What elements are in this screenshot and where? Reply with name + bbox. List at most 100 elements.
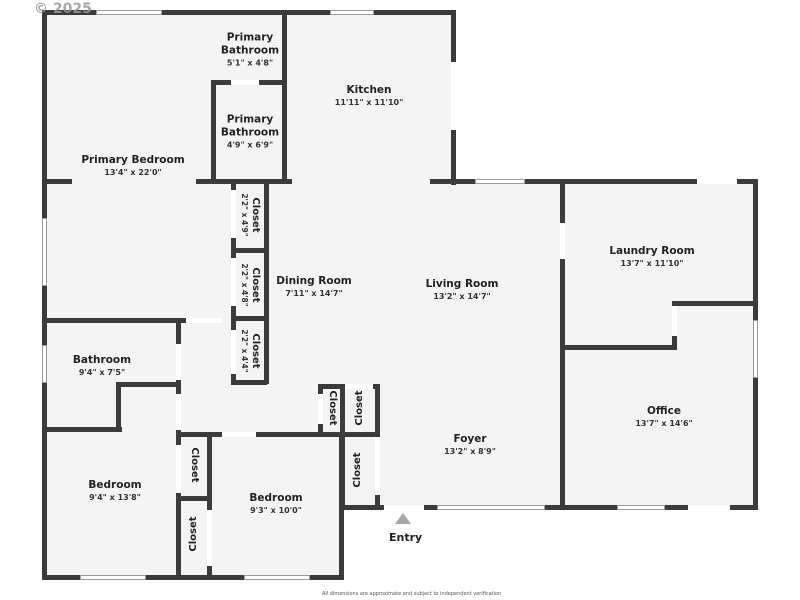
wall — [231, 248, 267, 253]
window — [753, 320, 758, 378]
room-label-closet: Closet — [354, 390, 366, 425]
room-name: Kitchen — [346, 84, 392, 96]
wall — [282, 10, 287, 182]
floor-closets-bedroom — [178, 434, 342, 576]
room-label-laundry-room: Laundry Room 13'7" x 11'10" — [609, 245, 694, 269]
room-label-primary-bedroom: Primary Bedroom 13'4" x 22'0" — [81, 154, 184, 178]
floor-bedroom-1 — [46, 386, 178, 576]
room-name: Office — [647, 405, 681, 417]
room-name: Bedroom — [249, 492, 303, 504]
wall — [42, 179, 72, 184]
room-label-bedroom: Bedroom 9'4" x 13'8" — [88, 479, 141, 503]
footer-disclaimer: All dimensions are approximate and subje… — [322, 591, 502, 597]
door-opening — [231, 80, 259, 85]
window — [42, 345, 47, 383]
wall — [116, 382, 121, 428]
floor-office — [562, 304, 756, 508]
room-name: Closet — [352, 452, 363, 488]
room-label-foyer: Foyer 13'2" x 8'9" — [444, 433, 496, 457]
door-opening — [345, 384, 373, 389]
room-label-primary-bathroom: Primary Bathroom 4'9" x 6'9" — [221, 114, 279, 151]
room-dimensions: 13'2" x 14'7" — [433, 292, 491, 301]
room-label-primary-bathroom: Primary Bathroom 5'1" x 4'8" — [221, 32, 279, 69]
door-opening — [375, 437, 380, 495]
floor-primary-bedroom — [46, 14, 284, 318]
door-opening — [207, 510, 212, 566]
room-name: Bathroom — [220, 126, 280, 139]
room-name: Closet — [250, 197, 261, 233]
door-opening — [231, 258, 236, 306]
room-dimensions: 13'7" x 11'10" — [620, 259, 684, 268]
door-opening — [672, 306, 677, 336]
room-name: Primary — [226, 31, 274, 44]
room-dimensions: 2'2" x 4'8" — [240, 263, 249, 307]
wall — [560, 345, 676, 350]
room-label-bedroom: Bedroom 9'3" x 10'0" — [249, 492, 302, 516]
room-dimensions: 13'2" x 8'9" — [444, 447, 496, 456]
door-opening — [697, 179, 737, 184]
room-name: Laundry Room — [609, 245, 695, 257]
door-opening — [231, 190, 236, 238]
wall — [231, 316, 267, 321]
wall — [264, 182, 269, 384]
room-dimensions: 9'4" x 7'5" — [78, 368, 126, 377]
wall — [207, 432, 212, 578]
window — [617, 505, 665, 510]
room-name: Bathroom — [220, 44, 280, 57]
window — [80, 575, 146, 580]
room-dimensions: 11'11" x 11'10" — [334, 98, 404, 107]
window — [475, 179, 525, 184]
door-opening — [231, 330, 236, 374]
room-name: Closet — [189, 447, 200, 483]
wall — [42, 575, 344, 580]
floor-front-closets — [318, 384, 380, 508]
wall — [42, 318, 190, 323]
room-label-closet: Closet — [188, 447, 200, 482]
wall — [231, 380, 267, 385]
room-name: Closet — [250, 333, 261, 369]
room-dimensions: 13'4" x 22'0" — [104, 168, 162, 177]
window — [96, 10, 162, 15]
room-dimensions: 4'9" x 6'9" — [226, 140, 274, 150]
wall — [196, 179, 292, 184]
room-name: Bathroom — [72, 354, 132, 366]
room-dimensions: 9'3" x 10'0" — [250, 506, 302, 515]
room-dimensions: 2'2" x 4'9" — [240, 193, 249, 237]
door-opening — [176, 445, 181, 493]
wall — [430, 179, 758, 184]
room-name: Bedroom — [88, 479, 142, 491]
room-label-closet: Closet 2'2" x 4'9" — [239, 193, 261, 236]
room-name: Primary Bedroom — [81, 154, 185, 166]
wall — [42, 10, 456, 15]
door-opening — [560, 223, 565, 259]
room-label-living-room: Living Room 13'2" x 14'7" — [426, 278, 499, 302]
room-label-bathroom: Bathroom 9'4" x 7'5" — [73, 354, 131, 378]
room-label-closet: Closet — [188, 516, 200, 551]
room-name: Foyer — [453, 433, 487, 445]
room-dimensions: 9'4" x 13'8" — [89, 493, 141, 502]
wall — [176, 496, 210, 501]
wall — [211, 80, 216, 182]
wall — [42, 427, 122, 432]
room-label-dining-room: Dining Room 7'11" x 14'7" — [276, 275, 352, 299]
door-opening — [451, 62, 456, 130]
door-opening — [176, 394, 181, 430]
room-label-office: Office 13'7" x 14'6" — [635, 405, 692, 429]
wall — [340, 432, 380, 437]
entry-arrow-icon — [395, 513, 411, 524]
wall — [42, 10, 47, 580]
wall — [176, 432, 344, 437]
room-name: Primary — [226, 113, 274, 126]
door-opening — [688, 505, 730, 510]
room-name: Living Room — [425, 278, 499, 290]
window — [330, 10, 374, 15]
room-dimensions: 2'2" x 4'4" — [240, 329, 249, 373]
room-name: Closet — [188, 516, 199, 552]
room-label-closet: Closet 2'2" x 4'8" — [239, 263, 261, 306]
wall — [672, 301, 756, 306]
door-opening — [318, 394, 323, 424]
copyright-watermark: © 2025 — [34, 1, 92, 17]
room-dimensions: 7'11" x 14'7" — [285, 289, 343, 298]
wall — [340, 384, 345, 508]
floor-kitchen — [284, 14, 454, 182]
